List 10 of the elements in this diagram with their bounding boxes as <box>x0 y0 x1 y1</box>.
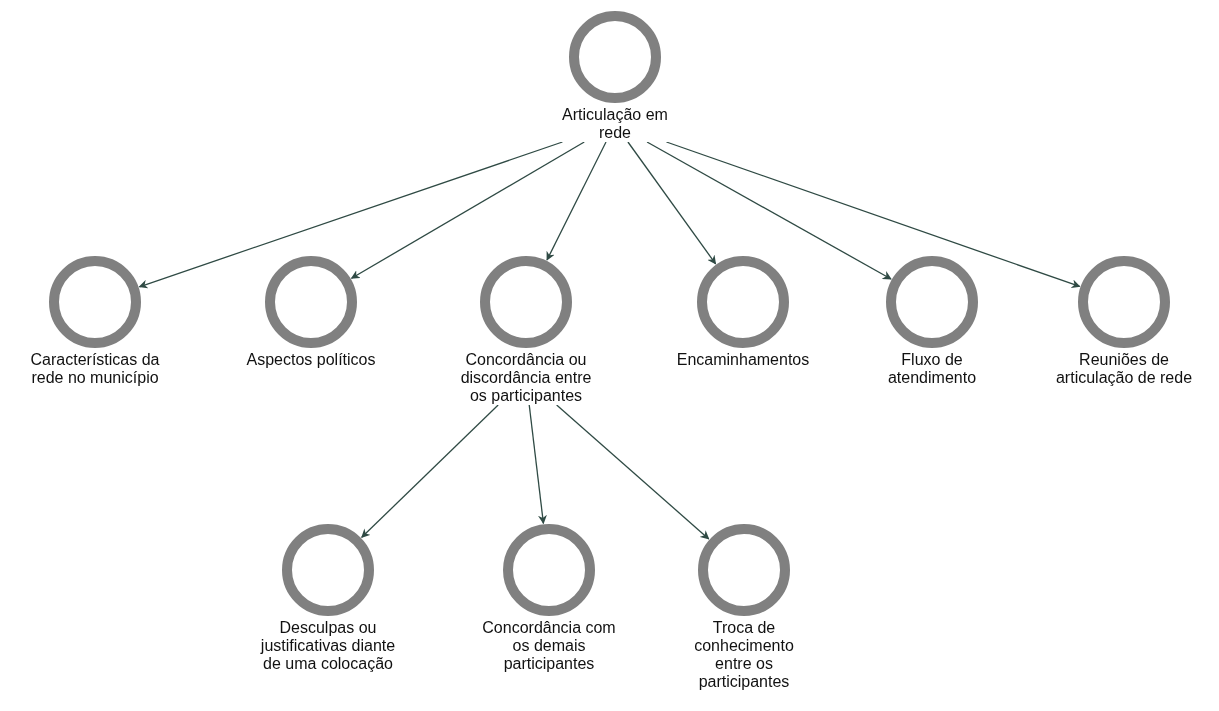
arrow <box>138 141 564 289</box>
arrow <box>350 141 585 279</box>
arrow <box>546 141 607 261</box>
arrow <box>665 141 1081 289</box>
arrow <box>556 404 710 540</box>
arrow <box>627 141 717 265</box>
arrow <box>528 404 547 525</box>
node-label: Aspectos políticos <box>246 351 376 369</box>
arrow <box>361 404 499 538</box>
arrow <box>646 141 892 280</box>
